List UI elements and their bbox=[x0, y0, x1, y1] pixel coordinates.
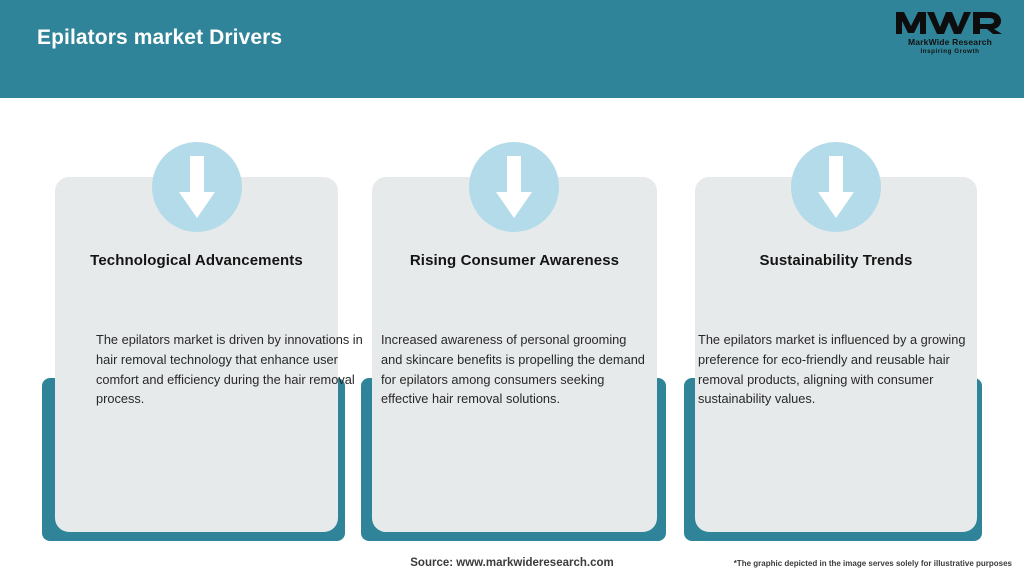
header-bar bbox=[0, 0, 1024, 98]
arrow-down-icon bbox=[469, 142, 559, 232]
source-label: Source: www.markwideresearch.com bbox=[410, 557, 614, 569]
card-body-panel bbox=[372, 177, 657, 532]
card-description: Increased awareness of personal grooming… bbox=[381, 332, 645, 407]
card-description: The epilators market is influenced by a … bbox=[698, 332, 966, 407]
card-body-panel bbox=[55, 177, 338, 532]
card-description: The epilators market is driven by innova… bbox=[96, 332, 363, 407]
disclaimer-label: *The graphic depicted in the image serve… bbox=[733, 559, 1012, 568]
driver-card-1: Technological Advancements The epilators… bbox=[38, 0, 363, 576]
driver-card-3: Sustainability Trends The epilators mark… bbox=[684, 0, 1004, 576]
card-title: Sustainability Trends bbox=[759, 252, 913, 269]
page-title: Epilators market Drivers bbox=[37, 26, 283, 49]
arrow-down-icon bbox=[152, 142, 242, 232]
card-body-panel bbox=[695, 177, 977, 532]
logo-company-name: MarkWide Research bbox=[907, 37, 993, 47]
arrow-down-icon bbox=[791, 142, 881, 232]
card-title: Technological Advancements bbox=[90, 252, 303, 269]
logo: MarkWide Research Inspiring Growth bbox=[894, 8, 1006, 62]
driver-card-2: Rising Consumer Awareness Increased awar… bbox=[361, 0, 681, 576]
logo-mwr-icon bbox=[896, 12, 1002, 34]
card-title: Rising Consumer Awareness bbox=[409, 252, 620, 269]
logo-tagline: Inspiring Growth bbox=[920, 48, 980, 55]
